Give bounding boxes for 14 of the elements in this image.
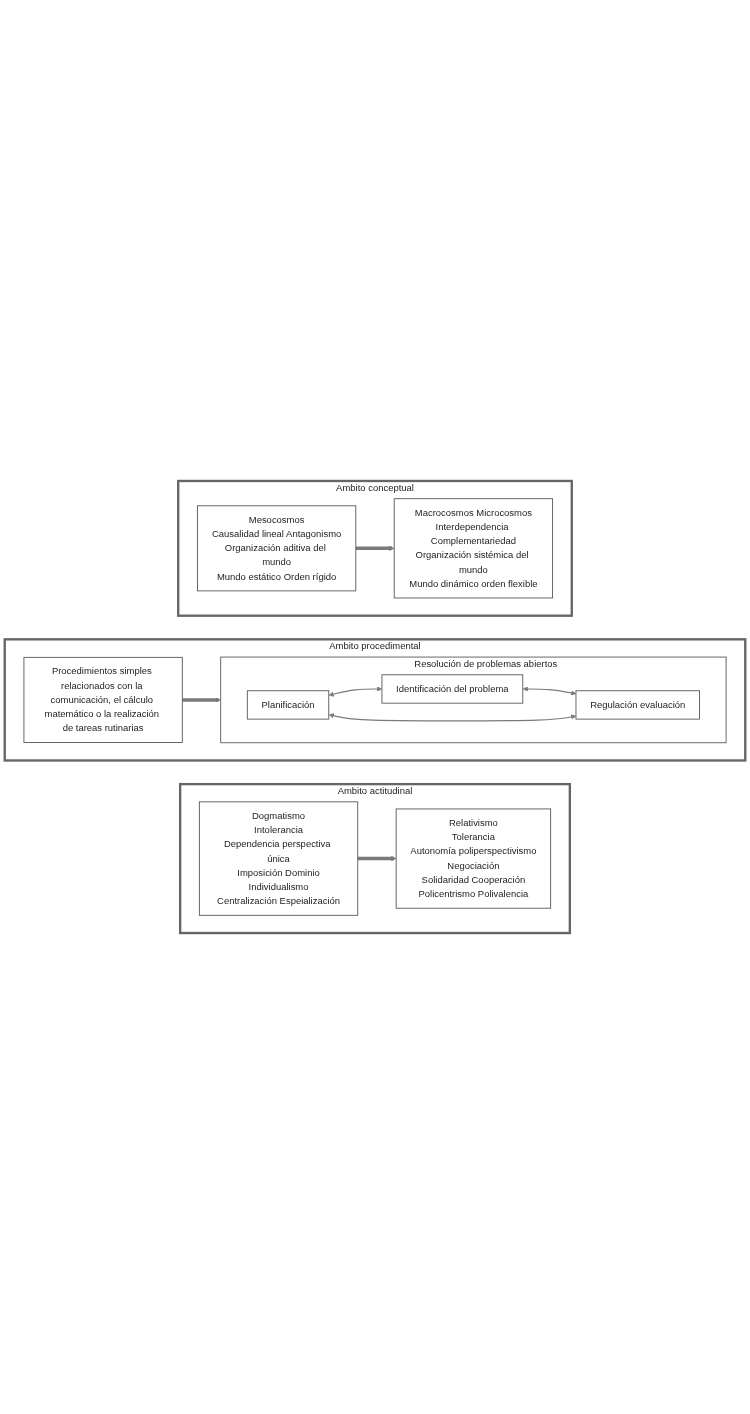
arrow	[355, 545, 395, 551]
node-box: Identificación del problema	[381, 674, 524, 704]
node-box: Dogmatismo Intolerancia Dependencia perspectiva única Imposición Dominio Individualismo Centralización Espeialización	[198, 801, 359, 916]
node-box: Regulación evaluación	[575, 690, 700, 720]
arrow	[328, 713, 577, 722]
node-box: Mesocosmos Causalidad lineal Antagonismo Organización aditiva del mundo Mundo estático Orden rígido	[196, 505, 357, 592]
node-box: Macrocosmos Microcosmos Interdependencia Complementariedad Organización sistémica del mundo Mundo dinámico orden flexible	[393, 498, 554, 599]
arrow	[522, 686, 577, 696]
arrow	[357, 856, 397, 862]
node-box: Planificación	[246, 690, 330, 720]
arrow	[328, 686, 383, 697]
node-box: Relativismo Tolerancia Autonomía poliperspectivismo Negociación Solidaridad Cooperación Policentrismo Polivalencia	[395, 808, 552, 909]
node-box: Procedimientos simples relacionados con la comunicación, el cálculo matemático o la realización de tareas rutinarias	[23, 656, 183, 743]
arrow	[182, 697, 221, 703]
